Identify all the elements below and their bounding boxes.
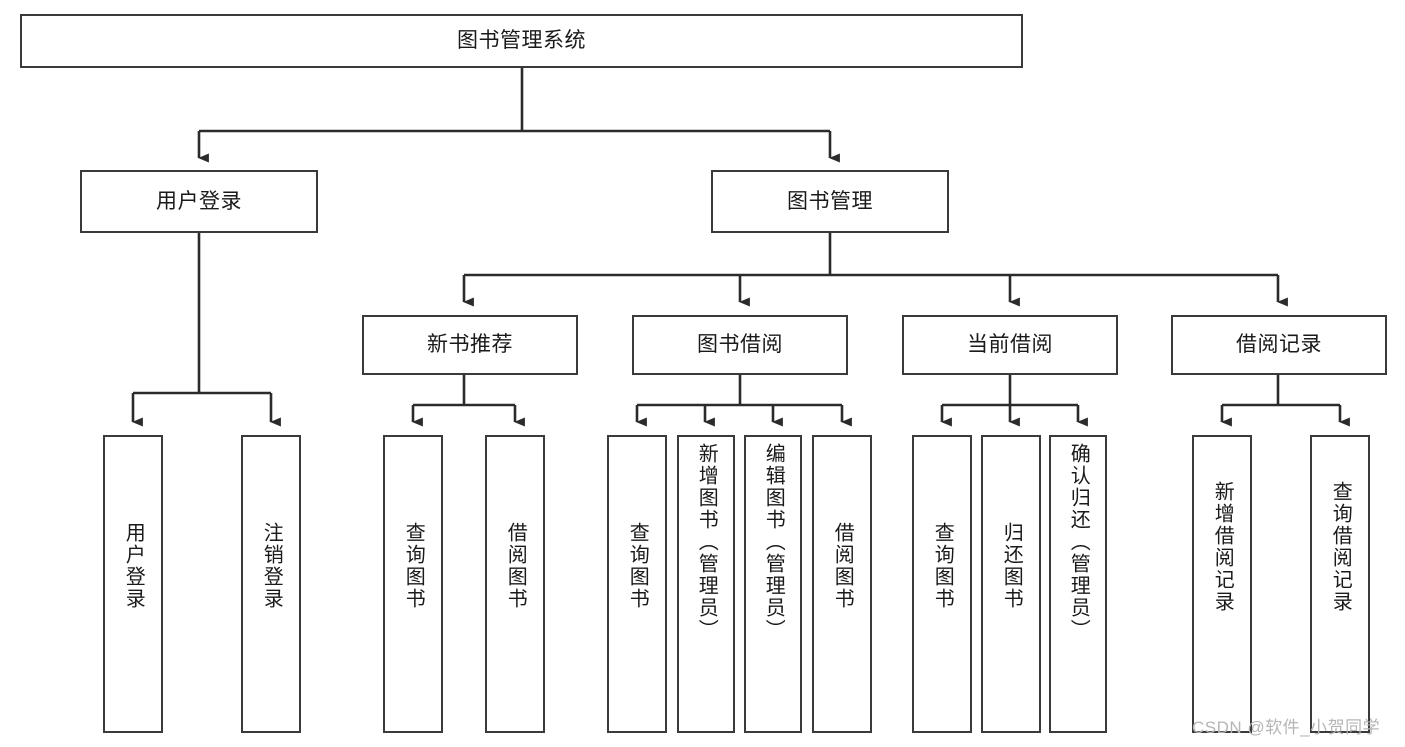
leaf-add-record-label: 新增借阅记录 [1211, 481, 1234, 613]
csdn-watermark: CSDN @软件_小贺同学 [1192, 718, 1381, 737]
leaf-logout-login-label: 注销登录 [260, 522, 283, 610]
node-current-borrow[interactable]: 当前借阅 [902, 315, 1118, 375]
leaf-query-book-2[interactable]: 查询图书 [607, 435, 667, 733]
leaf-return-book-label: 归还图书 [1000, 522, 1023, 610]
leaf-logout-login[interactable]: 注销登录 [241, 435, 301, 733]
leaf-query-record[interactable]: 查询借阅记录 [1310, 435, 1370, 733]
leaf-edit-book[interactable]: 编辑图书（管理员） [744, 435, 802, 733]
leaf-confirm-return[interactable]: 确认归还（管理员） [1049, 435, 1107, 733]
leaf-add-record[interactable]: 新增借阅记录 [1192, 435, 1252, 733]
leaf-add-book[interactable]: 新增图书（管理员） [677, 435, 735, 733]
leaf-query-book-1[interactable]: 查询图书 [383, 435, 443, 733]
node-borrow-record-label: 借阅记录 [1236, 333, 1322, 357]
node-book-manage-label: 图书管理 [787, 189, 873, 213]
node-book-borrow[interactable]: 图书借阅 [632, 315, 848, 375]
node-root-label: 图书管理系统 [457, 29, 586, 53]
node-new-book-recommend[interactable]: 新书推荐 [362, 315, 578, 375]
leaf-edit-book-label: 编辑图书（管理员） [762, 443, 785, 641]
node-root[interactable]: 图书管理系统 [20, 14, 1023, 68]
leaf-query-book-2-label: 查询图书 [626, 522, 649, 610]
node-book-borrow-label: 图书借阅 [697, 333, 783, 357]
leaf-user-login[interactable]: 用户登录 [103, 435, 163, 733]
leaf-borrow-book-1-label: 借阅图书 [504, 522, 527, 610]
leaf-borrow-book-2[interactable]: 借阅图书 [812, 435, 872, 733]
leaf-query-book-3[interactable]: 查询图书 [912, 435, 972, 733]
node-borrow-record[interactable]: 借阅记录 [1171, 315, 1387, 375]
leaf-return-book[interactable]: 归还图书 [981, 435, 1041, 733]
leaf-query-book-3-label: 查询图书 [931, 522, 954, 610]
leaf-query-book-1-label: 查询图书 [402, 522, 425, 610]
node-user-login-label: 用户登录 [156, 189, 242, 213]
leaf-borrow-book-1[interactable]: 借阅图书 [485, 435, 545, 733]
node-new-book-recommend-label: 新书推荐 [427, 333, 513, 357]
leaf-add-book-label: 新增图书（管理员） [695, 443, 718, 641]
node-user-login[interactable]: 用户登录 [80, 170, 318, 233]
leaf-borrow-book-2-label: 借阅图书 [831, 522, 854, 610]
leaf-user-login-label: 用户登录 [122, 522, 145, 610]
leaf-query-record-label: 查询借阅记录 [1329, 481, 1352, 613]
leaf-confirm-return-label: 确认归还（管理员） [1067, 443, 1090, 641]
node-book-manage[interactable]: 图书管理 [711, 170, 949, 233]
node-current-borrow-label: 当前借阅 [967, 333, 1053, 357]
